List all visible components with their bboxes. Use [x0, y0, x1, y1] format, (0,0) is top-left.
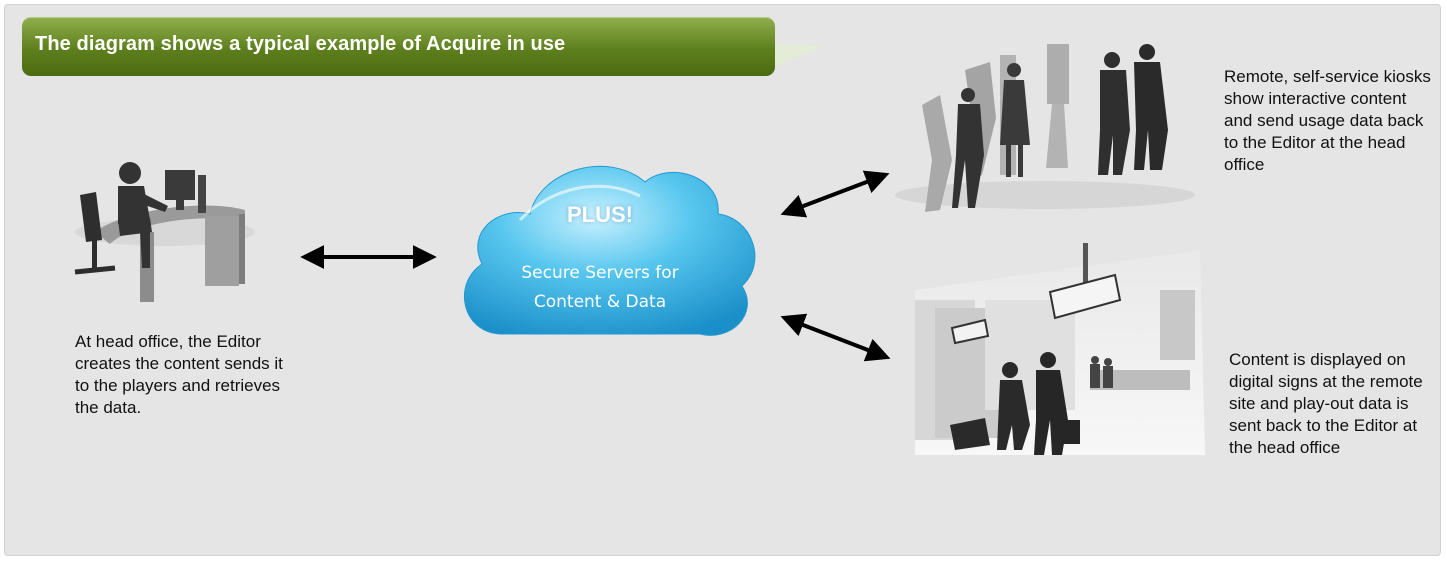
caption-digital-signs: Content is displayed on digital signs at… [1229, 350, 1423, 457]
office-worker-icon [74, 162, 255, 302]
kiosk-people-icon [895, 44, 1195, 212]
double-arrow-icon [780, 313, 891, 362]
cloud-subtitle: Secure Servers for Content & Data [490, 259, 710, 317]
caption-kiosks: Remote, self-service kiosks show interac… [1224, 67, 1431, 174]
caption-head-office: At head office, the Editor creates the c… [75, 332, 283, 417]
cloud-line-2: Content & Data [533, 292, 667, 312]
cloud-line-1: Secure Servers for [521, 263, 679, 283]
cloud-headline: PLUS! [567, 202, 633, 227]
page-title: The diagram shows a typical example of A… [35, 33, 566, 55]
airport-signage-icon [915, 243, 1205, 455]
double-arrow-icon [780, 170, 890, 218]
title-banner [22, 17, 775, 76]
cloud-icon [463, 165, 756, 336]
